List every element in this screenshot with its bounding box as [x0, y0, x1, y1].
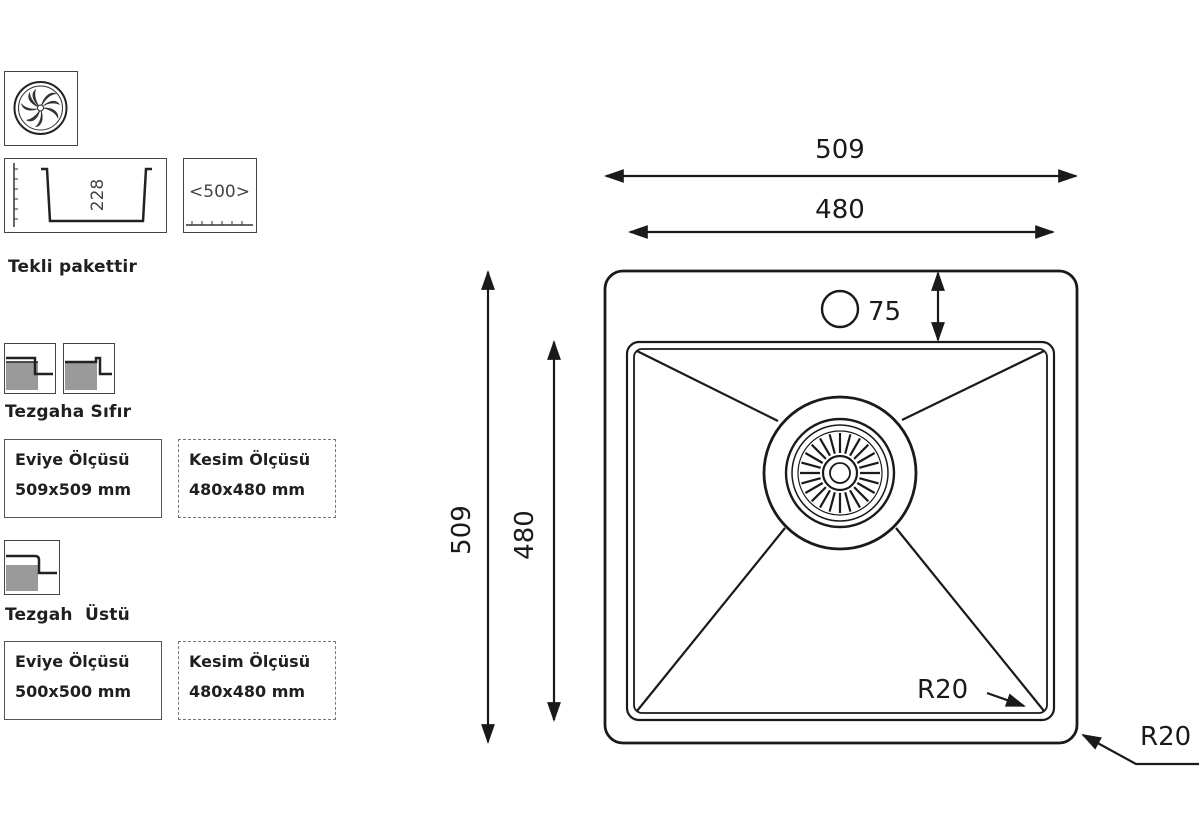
drain-slot — [853, 486, 870, 503]
flush-cutout-box: Kesim Ölçüsü 480x480 mm — [178, 439, 336, 518]
drain-slot — [828, 492, 836, 512]
drain-slot — [856, 482, 876, 494]
tap-hole-icon — [820, 289, 860, 329]
drain-slot — [819, 437, 831, 457]
drain-swirl-icon-frame — [4, 71, 78, 146]
top-cutout-label: Kesim Ölçüsü — [189, 652, 311, 671]
outer-radius-label: R20 — [1140, 722, 1191, 752]
drain-slot — [804, 482, 824, 494]
inner-radius-label: R20 — [917, 675, 968, 705]
bowl-depth-icon: 228 — [13, 163, 152, 227]
inner-width-label: 480 — [815, 195, 865, 225]
cabinet-label: <500> — [189, 182, 250, 202]
flush-mount-icon-frame-1 — [4, 343, 56, 394]
drain-slot — [844, 434, 852, 454]
drain-slot — [828, 434, 836, 454]
top-cutout-box: Kesim Ölçüsü 480x480 mm — [178, 641, 336, 720]
package-note: Tekli pakettir — [8, 257, 138, 277]
drain-slot — [849, 437, 861, 457]
bowl-depth-icon-frame: 228 — [4, 158, 167, 233]
flush-cutout-label: Kesim Ölçüsü — [189, 450, 311, 469]
outer-height-label: 509 — [447, 505, 477, 555]
drain-slot — [810, 443, 827, 460]
bowl-slope-lines — [636, 350, 1045, 712]
depth-label: 228 — [88, 179, 108, 211]
flush-mount-icon-frame-2 — [63, 343, 115, 394]
drain-slot — [859, 461, 879, 469]
flush-sink-size-label: Eviye Ölçüsü — [15, 450, 130, 469]
drain-slot — [849, 489, 861, 509]
drain-slot — [859, 477, 879, 485]
inner-radius-leader — [986, 691, 1026, 708]
flush-mount-alt-icon — [65, 356, 112, 390]
top-mount-icon — [6, 554, 57, 591]
flush-sink-size-value: 509x509 mm — [15, 480, 132, 499]
inner-height-label: 480 — [510, 510, 540, 560]
top-sink-size-label: Eviye Ölçüsü — [15, 652, 130, 671]
drain-slot — [856, 452, 876, 464]
tap-hole-label: 75 — [868, 297, 901, 327]
flush-sink-size-box: Eviye Ölçüsü 509x509 mm — [4, 439, 162, 518]
drain-slot — [844, 492, 852, 512]
cabinet-width-icon: <500> — [186, 182, 253, 226]
drain-swirl-icon — [13, 81, 68, 135]
drain-slot — [853, 443, 870, 460]
sink-bowl-inner-edge — [633, 348, 1048, 714]
top-sink-size-box: Eviye Ölçüsü 500x500 mm — [4, 641, 162, 720]
flush-cutout-value: 480x480 mm — [189, 480, 306, 499]
sink-bowl-outer-edge — [625, 340, 1056, 722]
outer-radius-leader — [1081, 734, 1199, 766]
top-sink-size-value: 500x500 mm — [15, 682, 132, 701]
cabinet-width-icon-frame: <500> — [183, 158, 257, 233]
sink-outer-rim — [603, 269, 1079, 745]
flush-mount-icon — [6, 356, 53, 390]
top-cutout-value: 480x480 mm — [189, 682, 306, 701]
flush-mount-title: Tezgaha Sıfır — [5, 402, 132, 422]
drain-slot — [804, 452, 824, 464]
drain-slot — [819, 489, 831, 509]
top-mount-title: Tezgah Üstü — [5, 605, 130, 625]
drain-strainer-icon — [762, 395, 918, 551]
drain-slot — [810, 486, 827, 503]
top-mount-icon-frame — [4, 540, 60, 595]
drain-slot — [801, 461, 821, 469]
drain-slot — [801, 477, 821, 485]
outer-width-label: 509 — [815, 135, 865, 165]
